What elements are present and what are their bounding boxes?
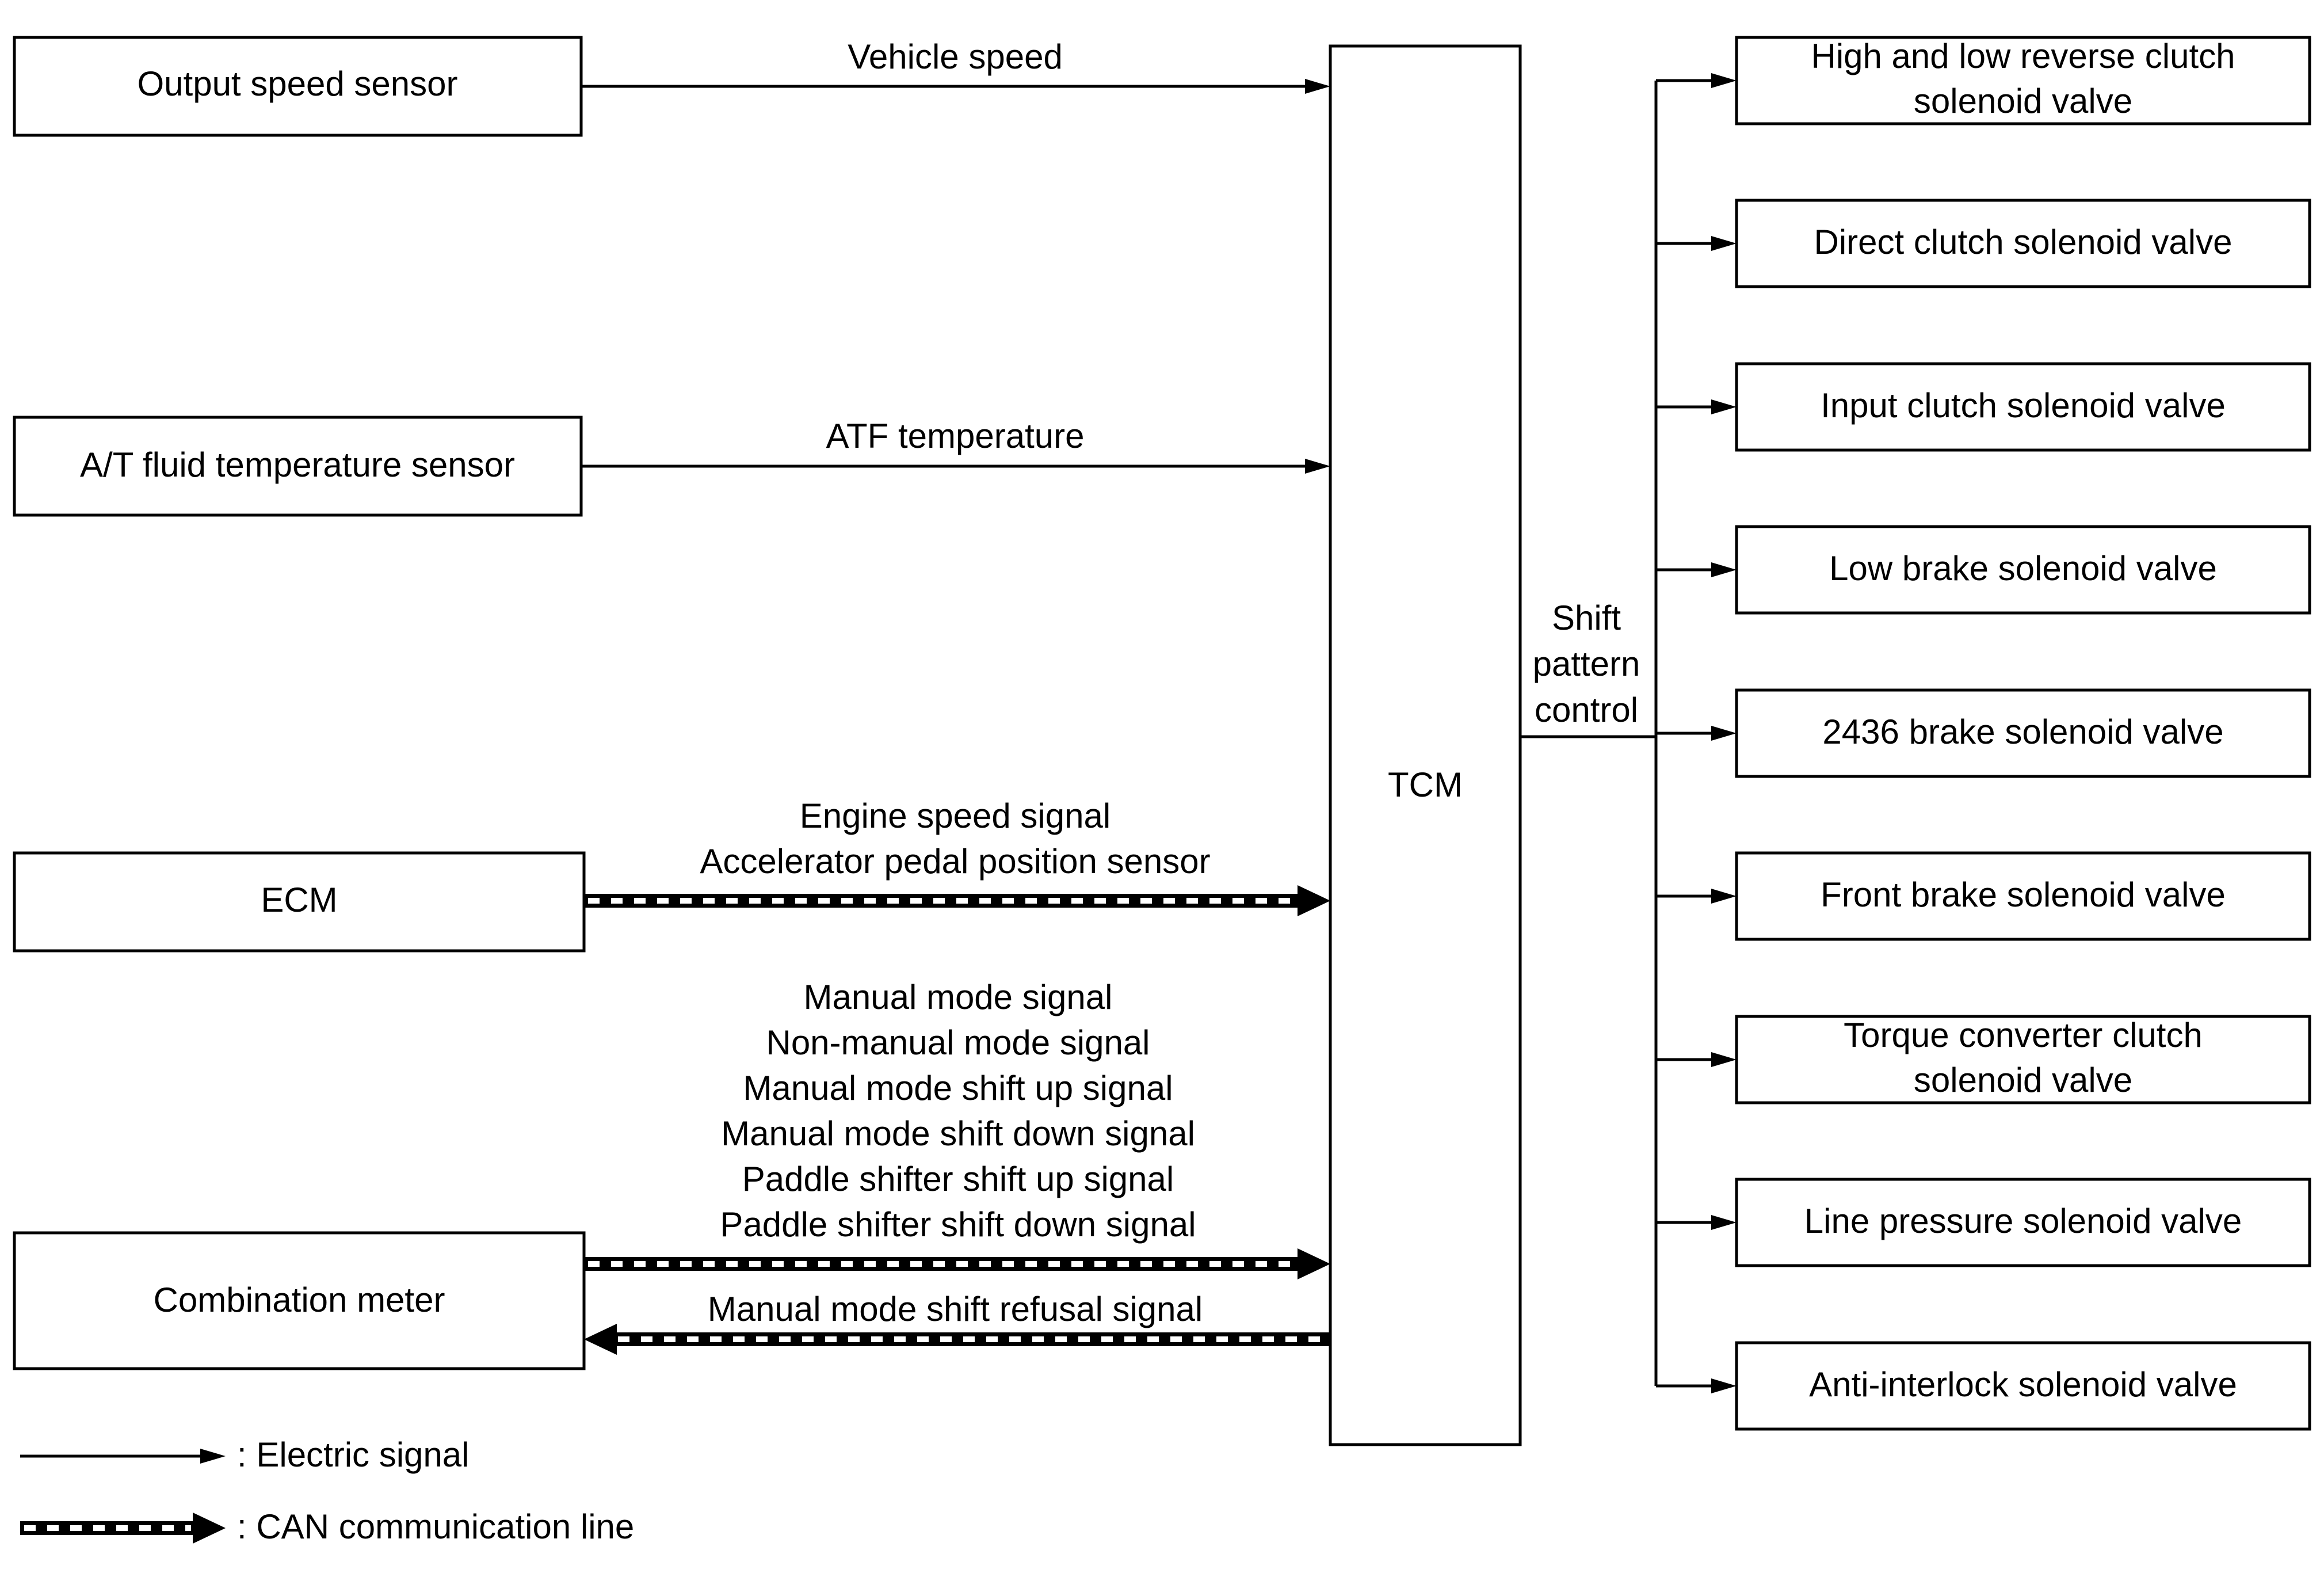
legend-electric-label: : Electric signal: [237, 1435, 469, 1474]
legend-can-arrowhead: [193, 1513, 226, 1544]
valve-box-3: [1735, 362, 2311, 452]
branch-2-arrowhead: [1711, 236, 1737, 251]
refusal-signal-label: Manual mode shift refusal signal: [708, 1290, 1203, 1328]
meter-signal-line-1: Manual mode signal: [804, 978, 1113, 1016]
ecm-can-arrowhead: [1298, 885, 1330, 916]
legend-can-label: : CAN communication line: [237, 1507, 634, 1546]
branch-6-arrowhead: [1711, 889, 1737, 904]
shift-control-line-2: pattern: [1533, 645, 1640, 683]
valve-box-8: [1735, 1178, 2311, 1267]
valve-box-4: [1735, 525, 2311, 615]
valve-label-4: Low brake solenoid valve: [1829, 549, 2217, 588]
valve-label-3: Input clutch solenoid valve: [1821, 386, 2226, 425]
atf-temp-sensor-label: A/T fluid temperature sensor: [80, 445, 515, 484]
valve-label-7b: solenoid valve: [1914, 1061, 2132, 1099]
meter-to-tcm-arrowhead: [1298, 1248, 1330, 1279]
valve-label-2: Direct clutch solenoid valve: [1814, 223, 2232, 261]
branch-4-arrowhead: [1711, 562, 1737, 577]
ecm-signal-line-1: Engine speed signal: [800, 797, 1111, 835]
vehicle-speed-arrowhead: [1305, 79, 1330, 94]
valve-box-2: [1735, 199, 2311, 288]
valve-box-6: [1735, 851, 2311, 941]
meter-signal-line-5: Paddle shifter shift up signal: [742, 1160, 1174, 1198]
meter-signal-line-6: Paddle shifter shift down signal: [720, 1205, 1196, 1244]
meter-signal-line-3: Manual mode shift up signal: [743, 1069, 1173, 1107]
valve-label-1a: High and low reverse clutch: [1811, 37, 2235, 75]
valve-label-6: Front brake solenoid valve: [1821, 875, 2226, 914]
valve-label-1b: solenoid valve: [1914, 82, 2132, 120]
combination-meter-label: Combination meter: [154, 1281, 445, 1319]
vehicle-speed-label: Vehicle speed: [848, 37, 1063, 76]
valve-box-7: [1735, 1015, 2311, 1104]
atf-temp-sensor-box: [13, 416, 583, 517]
ecm-box: [13, 851, 586, 953]
branch-1-arrowhead: [1711, 73, 1737, 88]
ecm-signal-line-2: Accelerator pedal position sensor: [700, 842, 1210, 881]
valve-label-8: Line pressure solenoid valve: [1804, 1202, 2242, 1240]
branch-3-arrowhead: [1711, 399, 1737, 414]
tcm-to-meter-arrowhead: [584, 1324, 617, 1355]
meter-signal-line-2: Non-manual mode signal: [766, 1023, 1150, 1062]
valve-box-5: [1735, 688, 2311, 778]
combination-meter-box: [13, 1231, 586, 1370]
legend-electric-arrowhead: [200, 1449, 226, 1464]
valve-label-5: 2436 brake solenoid valve: [1822, 713, 2223, 751]
branch-9-arrowhead: [1711, 1378, 1737, 1393]
branch-7-arrowhead: [1711, 1052, 1737, 1067]
valve-box-9: [1735, 1341, 2311, 1431]
meter-signal-line-4: Manual mode shift down signal: [721, 1114, 1195, 1153]
valve-label-9: Anti-interlock solenoid valve: [1809, 1365, 2237, 1404]
output-speed-sensor-box: [13, 36, 583, 137]
shift-control-line-3: control: [1535, 691, 1638, 729]
output-speed-sensor-label: Output speed sensor: [137, 64, 457, 103]
atf-temperature-arrowhead: [1305, 459, 1330, 474]
valve-label-7a: Torque converter clutch: [1844, 1016, 2203, 1054]
branch-8-arrowhead: [1711, 1215, 1737, 1230]
tcm-label: TCM: [1388, 765, 1463, 804]
tcm-box: [1329, 44, 1522, 1446]
atf-temperature-label: ATF temperature: [826, 417, 1084, 455]
shift-control-line-1: Shift: [1552, 599, 1621, 637]
valve-box-1: [1735, 36, 2311, 125]
branch-5-arrowhead: [1711, 726, 1737, 741]
ecm-label: ECM: [261, 881, 337, 919]
